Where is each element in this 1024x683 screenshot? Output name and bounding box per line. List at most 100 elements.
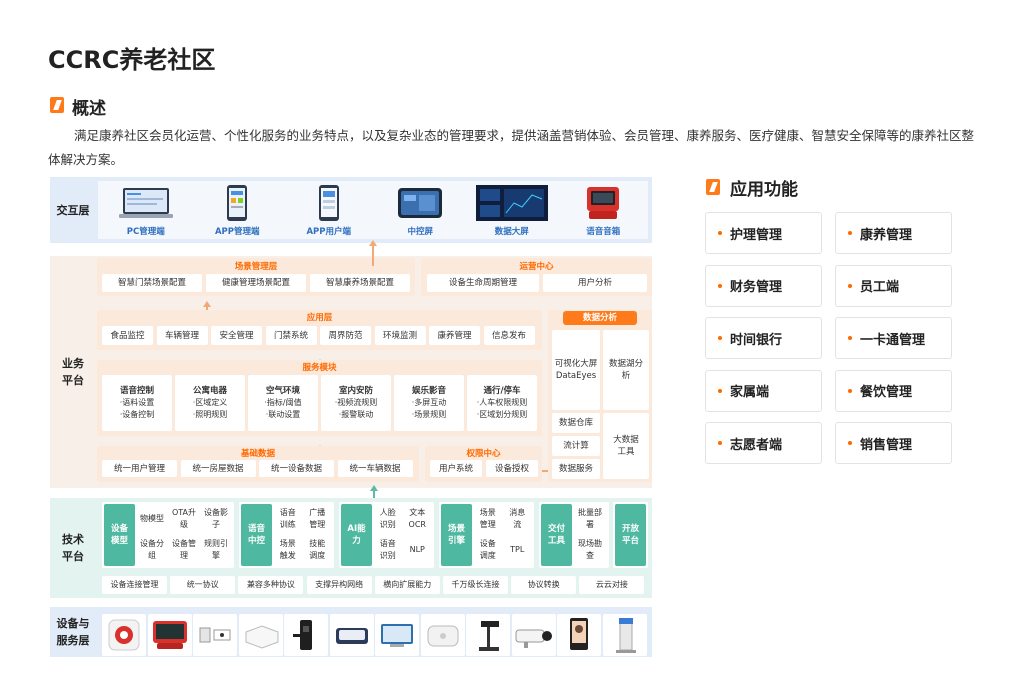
auth-title: 权限中心 bbox=[466, 449, 501, 459]
tech-sub-item[interactable]: 规则引擎 bbox=[201, 535, 231, 565]
tech-sub-item[interactable]: 现场勘查 bbox=[574, 535, 606, 565]
base-item[interactable]: 统一车辆数据 bbox=[337, 460, 413, 477]
service-item[interactable]: 空气环境·指标/阈值·联动设置 bbox=[248, 375, 318, 431]
analysis-item[interactable]: 数据湖分析 bbox=[603, 330, 649, 410]
interaction-item-1[interactable]: PC管理端 bbox=[100, 181, 192, 239]
app-item[interactable]: 门禁系统 bbox=[265, 326, 317, 345]
device-item[interactable] bbox=[557, 614, 601, 656]
tech-group-head[interactable]: 设备模型 bbox=[104, 504, 135, 566]
tech-sub-item[interactable]: 设备分组 bbox=[137, 535, 167, 565]
service-item[interactable]: 语音控制·语料设置·设备控制 bbox=[102, 375, 172, 431]
tech-sub-item[interactable]: 设备调度 bbox=[474, 535, 502, 565]
interaction-item-6[interactable]: 语音音箱 bbox=[558, 181, 650, 239]
tech-bottom-item[interactable]: 协议转换 bbox=[511, 576, 577, 594]
service-item[interactable]: 通行/停车·人车权限规则·区域划分规则 bbox=[467, 375, 537, 431]
feature-item[interactable]: 护理管理 bbox=[705, 212, 822, 254]
device-item[interactable] bbox=[375, 614, 419, 656]
analysis-item[interactable]: 可视化大屏 DataEyes bbox=[552, 330, 600, 410]
up-arrow-icon bbox=[369, 240, 377, 266]
service-item[interactable]: 娱乐影音·多屏互动·场景规则 bbox=[394, 375, 464, 431]
service-item[interactable]: 室内安防·视频流规则·报警联动 bbox=[321, 375, 391, 431]
app-item[interactable]: 信息发布 bbox=[483, 326, 535, 345]
features-section-icon bbox=[706, 179, 720, 195]
base-item[interactable]: 统一设备数据 bbox=[259, 460, 334, 477]
analysis-item[interactable]: 数据服务 bbox=[552, 459, 600, 479]
scene-item[interactable]: 智慧康养场景配置 bbox=[310, 274, 410, 292]
tech-group-head[interactable]: 语音中控 bbox=[241, 504, 272, 566]
base-item[interactable]: 统一房屋数据 bbox=[180, 460, 256, 477]
device-item[interactable] bbox=[511, 614, 556, 656]
tech-sub-item[interactable]: 人脸识别 bbox=[374, 504, 402, 534]
device-item[interactable] bbox=[602, 614, 647, 656]
tech-sub-item[interactable]: 文本OCR bbox=[403, 504, 431, 534]
app-item[interactable]: 周界防范 bbox=[320, 326, 371, 345]
feature-item[interactable]: 财务管理 bbox=[705, 264, 822, 307]
phone-admin-icon bbox=[192, 185, 284, 221]
feature-item[interactable]: 时间银行 bbox=[705, 317, 822, 359]
interaction-item-5[interactable]: 数据大屏 bbox=[466, 181, 558, 239]
auth-item[interactable]: 设备授权 bbox=[486, 460, 538, 477]
interaction-item-2[interactable]: APP管理端 bbox=[192, 181, 284, 239]
tech-bottom-item[interactable]: 统一协议 bbox=[170, 576, 236, 594]
app-item[interactable]: 车辆管理 bbox=[156, 326, 208, 345]
tech-bottom-item[interactable]: 兼容多种协议 bbox=[238, 576, 304, 594]
tech-sub-item[interactable]: OTA升级 bbox=[169, 504, 199, 534]
auth-item[interactable]: 用户系统 bbox=[430, 460, 482, 477]
feature-item[interactable]: 一卡通管理 bbox=[835, 317, 952, 359]
device-item[interactable] bbox=[102, 614, 146, 656]
tech-sub-item[interactable]: 技能调度 bbox=[303, 535, 331, 565]
feature-item[interactable]: 家属端 bbox=[705, 369, 822, 412]
base-item[interactable]: 统一用户管理 bbox=[102, 460, 177, 477]
interaction-item-4[interactable]: 中控屏 bbox=[375, 181, 467, 239]
app-item[interactable]: 安全管理 bbox=[211, 326, 262, 345]
tech-bottom-item[interactable]: 千万级长连接 bbox=[443, 576, 508, 594]
tech-sub-item[interactable]: 场景触发 bbox=[274, 535, 302, 565]
tech-sub-item[interactable]: 消息流 bbox=[503, 504, 531, 534]
scene-item[interactable]: 智慧门禁场景配置 bbox=[102, 274, 202, 292]
device-item[interactable] bbox=[420, 614, 465, 656]
tech-sub-item[interactable]: NLP bbox=[403, 535, 431, 565]
tech-bottom-item[interactable]: 支撑异构网络 bbox=[306, 576, 372, 594]
ops-item[interactable]: 设备生命周期管理 bbox=[427, 274, 539, 292]
tech-sub-item[interactable]: TPL bbox=[503, 535, 531, 565]
service-item-name: 公寓电器 bbox=[192, 386, 227, 396]
tech-sub-item[interactable]: 广播管理 bbox=[303, 504, 331, 534]
tech-sub-item[interactable]: 语音识别 bbox=[374, 535, 402, 565]
app-item[interactable]: 食品监控 bbox=[102, 326, 153, 345]
analysis-item[interactable]: 大数据工具 bbox=[603, 413, 649, 479]
ops-item[interactable]: 用户分析 bbox=[543, 274, 647, 292]
device-item[interactable] bbox=[147, 614, 192, 656]
service-item-line: ·设备控制 bbox=[119, 410, 155, 419]
device-item[interactable] bbox=[466, 614, 510, 656]
tech-group-head[interactable]: 场景引擎 bbox=[441, 504, 472, 566]
tech-group-head[interactable]: 交付工具 bbox=[541, 504, 572, 566]
tech-group-head[interactable]: 开放平台 bbox=[615, 504, 646, 566]
service-item[interactable]: 公寓电器·区域定义·照明规则 bbox=[175, 375, 245, 431]
tech-sub-item[interactable]: 设备影子 bbox=[201, 504, 231, 534]
tech-bottom-item[interactable]: 云云对接 bbox=[579, 576, 645, 594]
tech-bottom-item[interactable]: 横向扩展能力 bbox=[374, 576, 440, 594]
app-item[interactable]: 康养管理 bbox=[429, 326, 480, 345]
tech-group-head[interactable]: AI能力 bbox=[341, 504, 372, 566]
tech-sub-item[interactable]: 物模型 bbox=[137, 504, 167, 534]
device-item[interactable] bbox=[284, 614, 328, 656]
feature-item[interactable]: 员工端 bbox=[835, 264, 952, 307]
feature-item[interactable]: 志愿者端 bbox=[705, 422, 822, 464]
bullet-icon bbox=[718, 231, 722, 235]
tech-sub-item[interactable]: 批量部署 bbox=[574, 504, 606, 534]
app-item[interactable]: 环境监测 bbox=[374, 326, 426, 345]
feature-item[interactable]: 餐饮管理 bbox=[835, 369, 952, 412]
device-item[interactable] bbox=[238, 614, 283, 656]
tech-sub-item[interactable]: 语音训练 bbox=[274, 504, 302, 534]
device-item[interactable] bbox=[329, 614, 374, 656]
analysis-item[interactable]: 流计算 bbox=[552, 436, 600, 456]
tech-bottom-item[interactable]: 设备连接管理 bbox=[102, 576, 167, 594]
scene-item[interactable]: 健康管理场景配置 bbox=[206, 274, 306, 292]
interaction-item-3[interactable]: APP用户端 bbox=[283, 181, 375, 239]
device-item[interactable] bbox=[193, 614, 237, 656]
feature-item[interactable]: 康养管理 bbox=[835, 212, 952, 254]
tech-sub-item[interactable]: 场景管理 bbox=[474, 504, 502, 534]
analysis-item[interactable]: 数据仓库 bbox=[552, 413, 600, 433]
feature-item[interactable]: 销售管理 bbox=[835, 422, 952, 464]
tech-sub-item[interactable]: 设备管理 bbox=[169, 535, 199, 565]
